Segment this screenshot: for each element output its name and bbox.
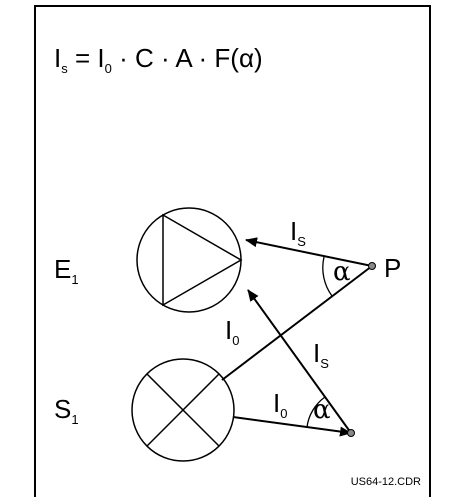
is-lower-label: IS <box>313 338 329 371</box>
beam-is-upper <box>245 237 373 267</box>
alpha-lower-label: α <box>313 395 331 425</box>
is-upper-label: IS <box>290 216 306 249</box>
sender-symbol <box>131 358 235 462</box>
formula: Is = I0 · C · A · F(α) <box>54 43 263 76</box>
point-p-label: P <box>384 253 401 283</box>
beam-i0-upper <box>221 265 373 381</box>
sender-label: S1 <box>54 394 79 427</box>
angle-arc-upper <box>322 256 333 297</box>
file-name: US64-12.CDR <box>351 476 421 488</box>
diagram-frame <box>34 5 431 497</box>
receiver-symbol <box>136 207 243 313</box>
angle-arc-lower <box>306 396 326 428</box>
receiver-label: E1 <box>54 254 79 287</box>
point-p-dot <box>368 262 376 270</box>
beam-is-lower <box>247 289 352 434</box>
i0-upper-label: I0 <box>225 315 239 348</box>
i0-lower-label: I0 <box>273 388 287 421</box>
point-lower-dot <box>347 429 355 437</box>
beam-i0-lower <box>232 416 352 437</box>
alpha-upper-label: α <box>333 257 351 287</box>
